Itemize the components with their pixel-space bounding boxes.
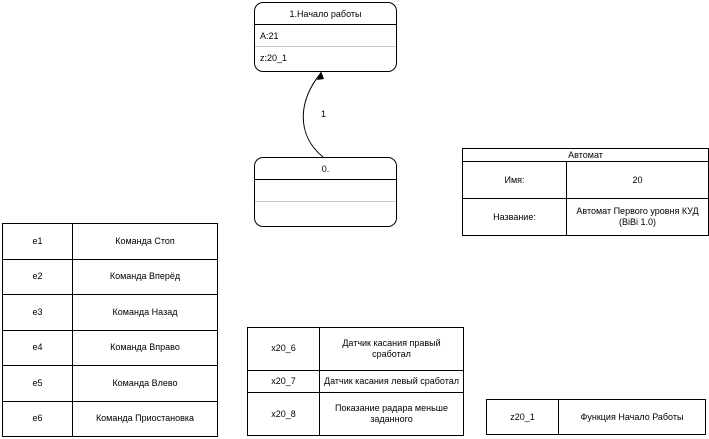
event-code: e6 <box>2 400 73 437</box>
event-code: e3 <box>2 294 73 331</box>
event-code: e2 <box>2 258 73 295</box>
input-desc: Датчик касания левый сработал <box>319 369 464 394</box>
state-action-line: A:21 <box>255 25 396 47</box>
input-desc: Показание радара меньше заданного <box>319 392 464 436</box>
table-row: e2 Команда Вперёд <box>2 258 218 295</box>
automaton-title-key: Название: <box>462 198 567 236</box>
event-desc: Команда Приостановка <box>72 400 218 437</box>
state-output-line <box>255 202 396 224</box>
transition-label: 1 <box>321 109 327 119</box>
state-zero[interactable]: 0. <box>254 157 397 227</box>
output-code: z20_1 <box>486 399 559 435</box>
input-desc: Датчик касания правый сработал <box>319 327 464 371</box>
event-code: e1 <box>2 223 73 260</box>
inputs-table: x20_6 Датчик касания правый сработал x20… <box>247 327 464 436</box>
table-row: e1 Команда Стоп <box>2 223 218 260</box>
table-row: e6 Команда Приостановка <box>2 400 218 437</box>
event-desc: Команда Влево <box>72 365 218 402</box>
automaton-header: Автомат <box>461 148 709 162</box>
event-code: e5 <box>2 365 73 402</box>
event-desc: Команда Вправо <box>72 329 218 366</box>
state-start-work[interactable]: 1.Начало работы A:21 z:20_1 <box>254 2 397 72</box>
state-output-line: z:20_1 <box>260 53 288 63</box>
input-code: x20_7 <box>247 369 320 394</box>
table-row: e5 Команда Влево <box>2 365 218 402</box>
events-table: e1 Команда Стоп e2 Команда Вперёд e3 Ком… <box>2 223 218 437</box>
state-title: 1.Начало работы <box>255 3 396 25</box>
event-desc: Команда Стоп <box>72 223 218 260</box>
event-desc: Команда Назад <box>72 294 218 331</box>
outputs-table: z20_1 Функция Начало Работы <box>486 399 706 435</box>
table-row: e3 Команда Назад <box>2 294 218 331</box>
automaton-title-value: Автомат Первого уровня КУД (BiBi 1.0) <box>565 198 709 236</box>
state-action-line <box>255 180 396 202</box>
output-desc: Функция Начало Работы <box>558 399 706 435</box>
table-row: e4 Команда Вправо <box>2 329 218 366</box>
input-code: x20_8 <box>247 392 320 436</box>
automaton-info-table: Автомат Имя: 20 Название: Автомат Первог… <box>461 148 709 236</box>
input-code: x20_6 <box>247 327 320 371</box>
table-row: z20_1 Функция Начало Работы <box>486 399 706 435</box>
event-code: e4 <box>2 329 73 366</box>
event-desc: Команда Вперёд <box>72 258 218 295</box>
automaton-name-key: Имя: <box>462 161 567 199</box>
table-row: x20_7 Датчик касания левый сработал <box>247 369 464 394</box>
state-title: 0. <box>255 158 396 180</box>
automaton-name-value: 20 <box>565 161 709 199</box>
table-row: x20_6 Датчик касания правый сработал <box>247 327 464 371</box>
table-row: x20_8 Показание радара меньше заданного <box>247 392 464 436</box>
